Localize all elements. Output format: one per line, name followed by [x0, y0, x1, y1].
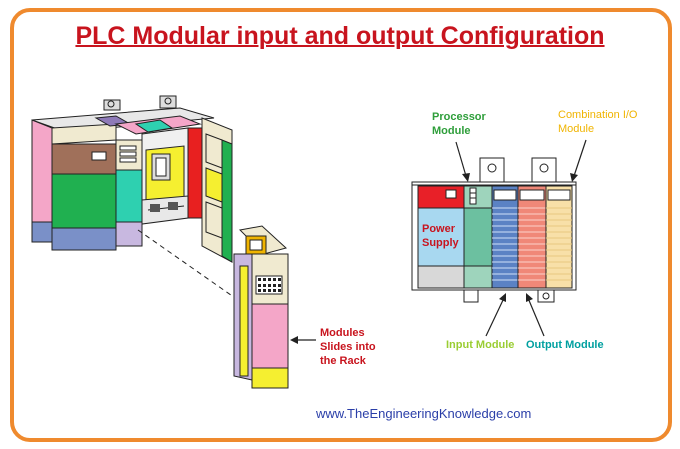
mount-hole — [164, 97, 172, 105]
power-supply-red — [417, 185, 465, 209]
mount-hole — [107, 100, 115, 108]
red-module — [187, 127, 203, 219]
combination-io-label: Combination I/O Module — [558, 109, 638, 135]
mount-tab — [159, 95, 177, 109]
module-top-strip — [51, 123, 117, 145]
power-supply-label: Power Supply — [422, 223, 459, 249]
door-edge — [221, 139, 233, 263]
green-module — [51, 173, 117, 229]
modules-slides-label: Modules Slides into the Rack — [320, 327, 376, 367]
input-module-pointer — [485, 297, 505, 337]
module-teal-strip — [134, 119, 174, 133]
page-title: PLC Modular input and output Configurati… — [75, 22, 605, 50]
mount-tab — [103, 99, 121, 111]
rack-side-panel — [31, 119, 53, 231]
website-footer: www.TheEngineeringKnowledge.com — [316, 406, 532, 421]
slide-guide — [137, 229, 239, 301]
blue-side — [31, 221, 53, 243]
combination-io-body — [545, 185, 573, 289]
output-module-label: Output Module — [526, 339, 604, 351]
sliding-module-front — [251, 303, 289, 369]
power-supply-body — [417, 207, 465, 267]
output-module-pointer — [527, 297, 545, 337]
sliding-module-bottom — [251, 367, 289, 389]
rack-mount-tab — [531, 157, 557, 185]
blue-module — [51, 227, 117, 251]
processor-module-label: Processor Module — [432, 111, 486, 137]
combination-io-pointer — [573, 139, 587, 177]
teal-module — [115, 169, 143, 223]
input-module-body — [491, 185, 519, 289]
processor-pointer — [455, 141, 467, 177]
lavender-module — [115, 221, 143, 247]
rack-mount-tab — [479, 157, 505, 185]
module-display — [91, 151, 107, 161]
power-supply-base — [417, 265, 465, 289]
output-module-body — [517, 185, 547, 289]
input-module-label: Input Module — [446, 339, 515, 351]
rack-mount-tab — [463, 289, 479, 303]
orange-rounded-frame — [10, 8, 672, 442]
rack-mount-tab — [537, 289, 555, 303]
